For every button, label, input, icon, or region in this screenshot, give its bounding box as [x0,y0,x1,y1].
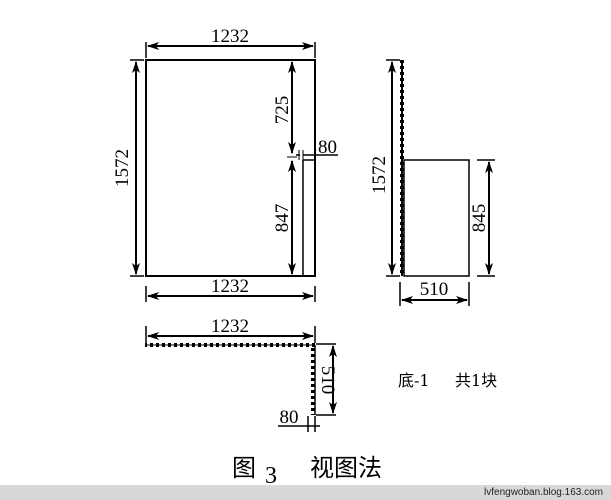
dim-side-height: 1572 [369,156,390,194]
watermark-bar: lvfengwoban.blog.163.com [0,485,611,500]
dim-bottom-width: 1232 [211,276,249,297]
dim-top-view-depth: 510 [317,366,338,395]
top-hatch-vertical [311,347,315,415]
caption-prefix: 图 [232,454,256,482]
part-label: 底-1 [398,371,430,390]
dim-depth: 510 [420,279,449,300]
dim-top-view-width: 1232 [211,316,249,337]
caption-number: 3 [265,463,277,489]
dim-upper-height: 725 [272,96,293,125]
dim-strip-width: 80 [318,137,337,158]
side-box-outline [403,159,470,277]
dim-top-view-strip: 80 [280,407,299,428]
dim-lower-height: 847 [272,204,293,233]
dim-box-height: 845 [469,204,490,233]
figure-caption: 图 3 视图法 [232,454,382,489]
caption-title: 视图法 [310,454,382,482]
part-quantity: 共1块 [455,371,497,390]
side-view: 1572 845 510 [369,59,495,306]
dim-top-width: 1232 [211,26,249,47]
front-panel-outline [145,59,316,277]
dim-height: 1572 [112,149,133,187]
watermark-text: lvfengwoban.blog.163.com [484,487,603,498]
part-note: 底-1 共1块 [398,371,497,390]
front-view: 1232 1572 725 80 847 1232 [112,26,338,302]
top-view: 1232 510 80 [145,316,338,432]
